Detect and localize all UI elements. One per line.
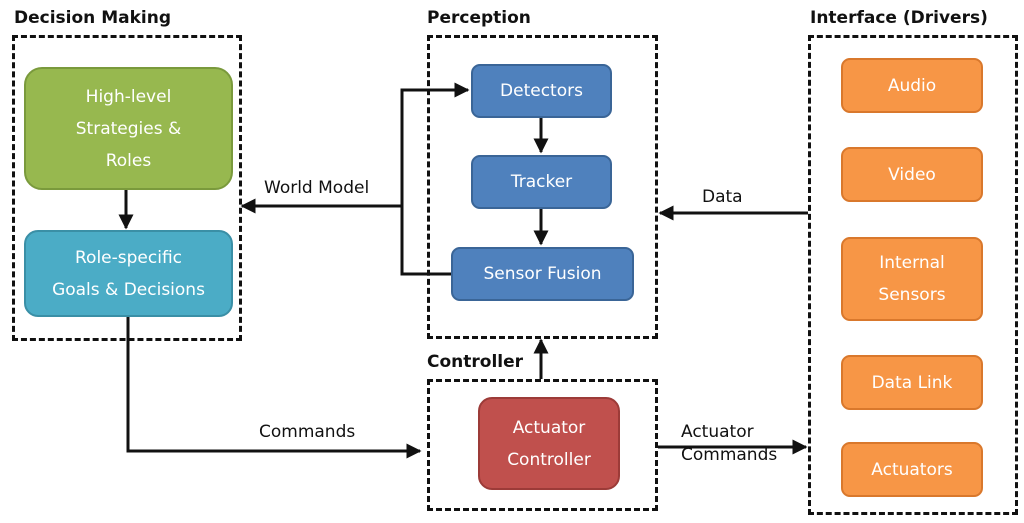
actuator-controller-node: Actuator Controller	[478, 397, 620, 490]
controller-group	[427, 379, 658, 511]
high-level-strategies-node: High-level Strategies & Roles	[24, 67, 233, 190]
sensor-fusion-node: Sensor Fusion	[451, 247, 634, 301]
data-label: Data	[702, 187, 743, 207]
role-specific-goals-node: Role-specific Goals & Decisions	[24, 230, 233, 317]
video-node: Video	[841, 147, 983, 202]
perception-group	[427, 35, 658, 339]
sensor-fusion-loop-arrow	[400, 82, 470, 276]
controller-title: Controller	[427, 352, 524, 372]
actuator-commands-label: Actuator Commands	[681, 422, 778, 465]
perception-title: Perception	[427, 8, 531, 28]
actuators-node: Actuators	[841, 442, 983, 497]
interface-drivers-title: Interface (Drivers)	[810, 8, 988, 28]
commands-arrow	[126, 316, 422, 459]
data-link-node: Data Link	[841, 355, 983, 410]
world-model-label: World Model	[264, 178, 370, 198]
interface-drivers-group	[808, 35, 1018, 515]
commands-label: Commands	[259, 422, 356, 442]
decision-making-title: Decision Making	[14, 8, 171, 28]
detectors-node: Detectors	[471, 64, 612, 118]
tracker-node: Tracker	[471, 155, 612, 209]
internal-sensors-node: Internal Sensors	[841, 237, 983, 321]
audio-node: Audio	[841, 58, 983, 113]
